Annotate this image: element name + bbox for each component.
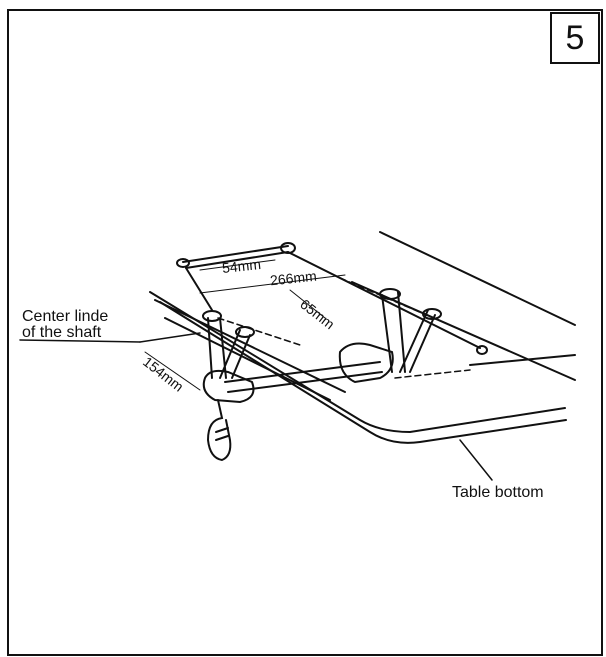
table-edge-right [351,281,576,381]
dim-266-line [199,274,346,294]
hinge-right [338,342,394,384]
table-edge-right-2 [469,354,576,366]
opening-top-2 [185,251,289,269]
table-front-edge [149,291,566,434]
center-line-ext [139,332,201,343]
label-center-line-2: of the shaft [22,324,102,341]
center-line [19,339,141,343]
page-number-box: 5 [550,12,600,64]
dashed-guide [339,277,451,326]
opening-right [287,251,481,349]
table-bottom-leader [459,439,493,481]
opening-top [182,245,289,263]
hinge-rod [224,361,381,383]
hook [206,399,232,462]
table-line-a [154,299,346,393]
label-center-line-1: Center linde [22,308,109,325]
dashed-guide-2 [394,369,471,379]
hinge-left [202,369,255,404]
bracket-right [381,291,436,373]
hole-right [476,345,488,355]
opening-left [185,267,213,311]
dim-65-line [289,289,326,319]
page-number: 5 [565,19,585,57]
bracket-left [207,317,251,379]
label-table-bottom: Table bottom [452,484,544,501]
hole-top [280,242,296,254]
dim-154-line [144,351,201,391]
table-bottom-edge [159,301,567,444]
dim-54-line [199,259,276,271]
dashed-guide-3 [217,317,301,346]
table-line-b [164,317,331,401]
table-edge-far [379,231,576,326]
outer-frame [7,9,603,656]
hole-left [176,258,190,268]
